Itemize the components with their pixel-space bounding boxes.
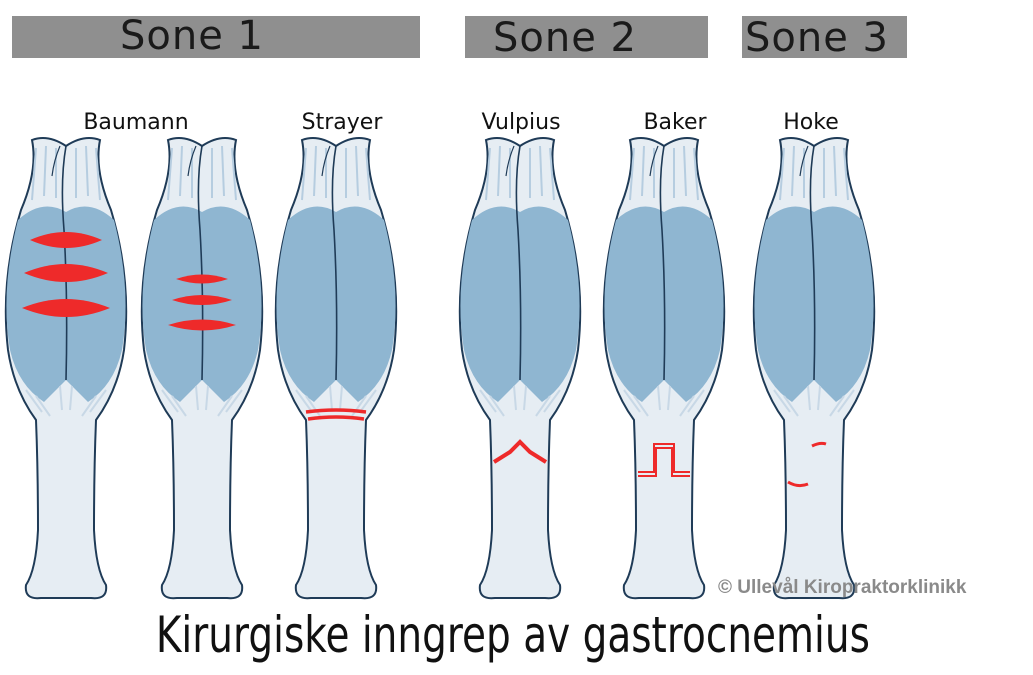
figure-caption: Kirurgiske inngrep av gastrocnemius bbox=[110, 606, 916, 664]
leg-vulpius bbox=[460, 138, 580, 598]
copyright-watermark: © Ullevål Kiropraktorklinikk bbox=[718, 577, 966, 599]
leg-baumann bbox=[6, 138, 126, 598]
leg-hoke bbox=[754, 138, 874, 598]
leg-baumann-small bbox=[142, 138, 262, 598]
leg-baker bbox=[604, 138, 724, 598]
leg-strayer bbox=[276, 138, 396, 598]
